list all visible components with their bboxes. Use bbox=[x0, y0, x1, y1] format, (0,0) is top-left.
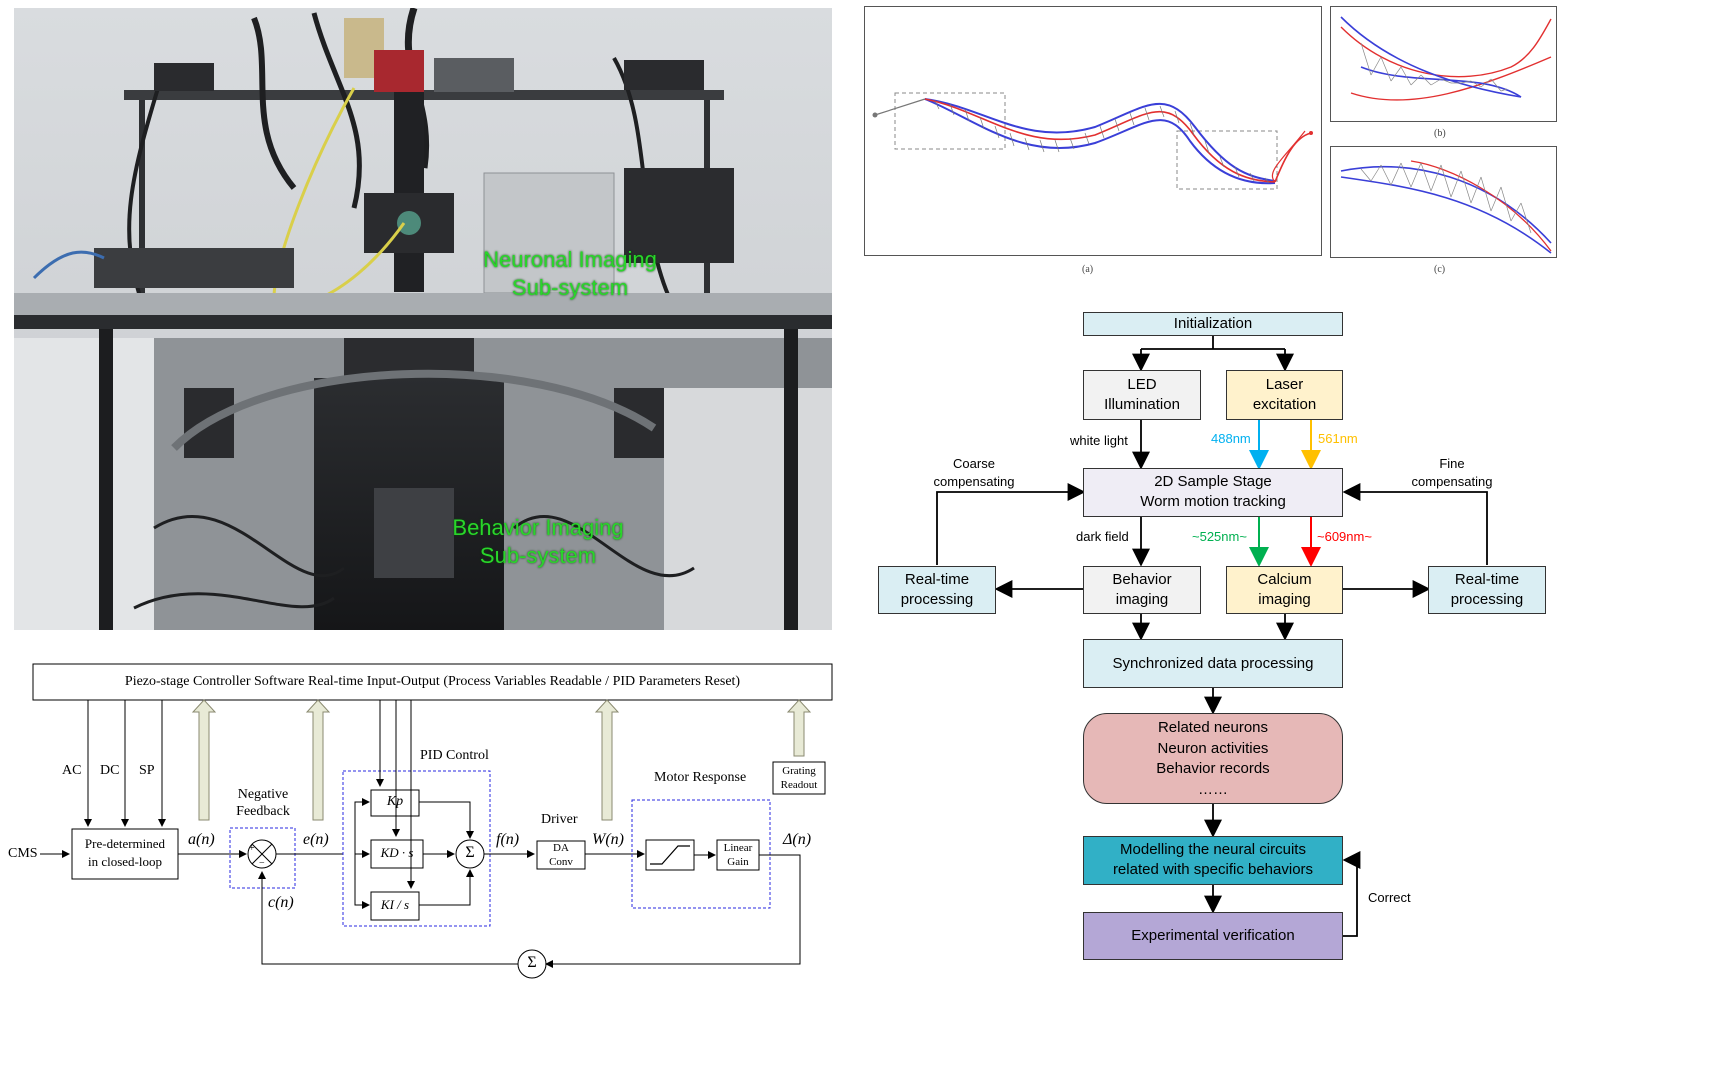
plus-sign: + bbox=[249, 843, 255, 854]
a-n-label: a(n) bbox=[188, 831, 215, 848]
w-n-label: W(n) bbox=[592, 831, 624, 848]
lab-photo: Neuronal Imaging Sub-system Behavior Ima… bbox=[14, 6, 832, 630]
sp-label: SP bbox=[139, 763, 155, 778]
dc-label: DC bbox=[100, 763, 120, 778]
correct-label: Correct bbox=[1368, 890, 1411, 905]
nm488-label: 488nm bbox=[1211, 431, 1251, 446]
synchronized-data-processing-box: Synchronized data processing bbox=[1083, 639, 1343, 688]
panel-a-caption: (a) bbox=[1082, 264, 1094, 275]
motor-response-label: Motor Response bbox=[654, 770, 747, 785]
kd-block-label: KD · s bbox=[380, 845, 414, 860]
nm609-label: ~609nm~ bbox=[1317, 529, 1372, 544]
pid-sum-symbol: Σ bbox=[465, 844, 475, 861]
panel-c-caption: (c) bbox=[1434, 264, 1446, 275]
kp-block-label: Kp bbox=[386, 794, 404, 809]
pid-control-label: PID Control bbox=[420, 748, 489, 763]
experimental-verification-box: Experimental verification bbox=[1083, 912, 1343, 960]
nm525-label: ~525nm~ bbox=[1192, 529, 1247, 544]
initialization-box: Initialization bbox=[1083, 312, 1343, 336]
worm-panel-b bbox=[1330, 6, 1557, 122]
c-n-label: c(n) bbox=[268, 894, 294, 911]
cms-label: CMS bbox=[8, 846, 38, 861]
ac-label: AC bbox=[62, 763, 82, 778]
worm-panel-a bbox=[864, 6, 1322, 256]
behavior-imaging-label: Behavior Imaging Sub-system bbox=[452, 515, 624, 568]
results-box: Related neurons Neuron activities Behavi… bbox=[1083, 713, 1343, 804]
delta-n-label: Δ(n) bbox=[783, 831, 812, 848]
nm561-label: 561nm bbox=[1318, 431, 1358, 446]
initialization-label: Initialization bbox=[1173, 315, 1253, 332]
panel-b-caption: (b) bbox=[1434, 128, 1446, 139]
e-n-label: e(n) bbox=[303, 831, 329, 848]
feedback-sum-symbol: Σ bbox=[527, 954, 537, 971]
worm-panel-c bbox=[1330, 146, 1557, 258]
driver-label: Driver bbox=[541, 812, 578, 827]
pid-diagram bbox=[32, 663, 833, 979]
minus-sign: − bbox=[259, 858, 265, 869]
f-n-label: f(n) bbox=[496, 831, 520, 848]
neuronal-imaging-label: Neuronal Imaging Sub-system bbox=[483, 247, 657, 300]
ki-block-label: KI / s bbox=[380, 897, 410, 912]
dark-field-label: dark field bbox=[1076, 529, 1129, 544]
white-light-label: white light bbox=[1070, 433, 1128, 448]
pid-top-bar-label: Piezo-stage Controller Software Real-tim… bbox=[124, 674, 741, 689]
